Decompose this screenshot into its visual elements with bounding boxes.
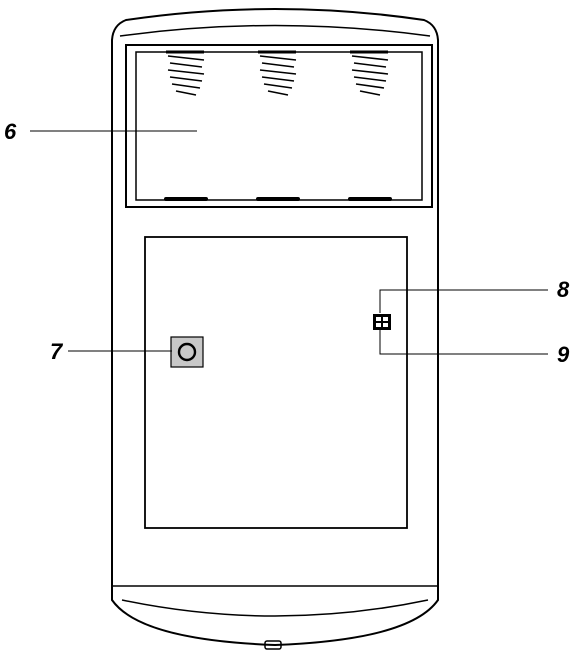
contact-left: [164, 197, 208, 201]
callout-9: 9: [557, 342, 570, 367]
spring-middle: [258, 50, 297, 96]
leader-line-8: [379, 289, 548, 313]
device-bottom-nub: [264, 640, 282, 650]
callout-8: 8: [557, 277, 570, 302]
device-body-outline: [111, 8, 439, 647]
callout-7: 7: [50, 339, 64, 364]
contact-right: [348, 197, 392, 201]
lower-panel: [144, 236, 408, 529]
round-button[interactable]: [170, 336, 204, 368]
contact-middle: [256, 197, 300, 201]
device-bottom-inner-arc: [121, 599, 429, 617]
callout-6: 6: [4, 119, 17, 144]
leader-line-9: [379, 330, 548, 355]
battery-compartment: [125, 44, 433, 208]
dip-switch[interactable]: [373, 314, 391, 330]
spring-right: [350, 50, 389, 96]
device-top-inner-arc: [119, 24, 431, 37]
spring-left: [166, 50, 205, 96]
